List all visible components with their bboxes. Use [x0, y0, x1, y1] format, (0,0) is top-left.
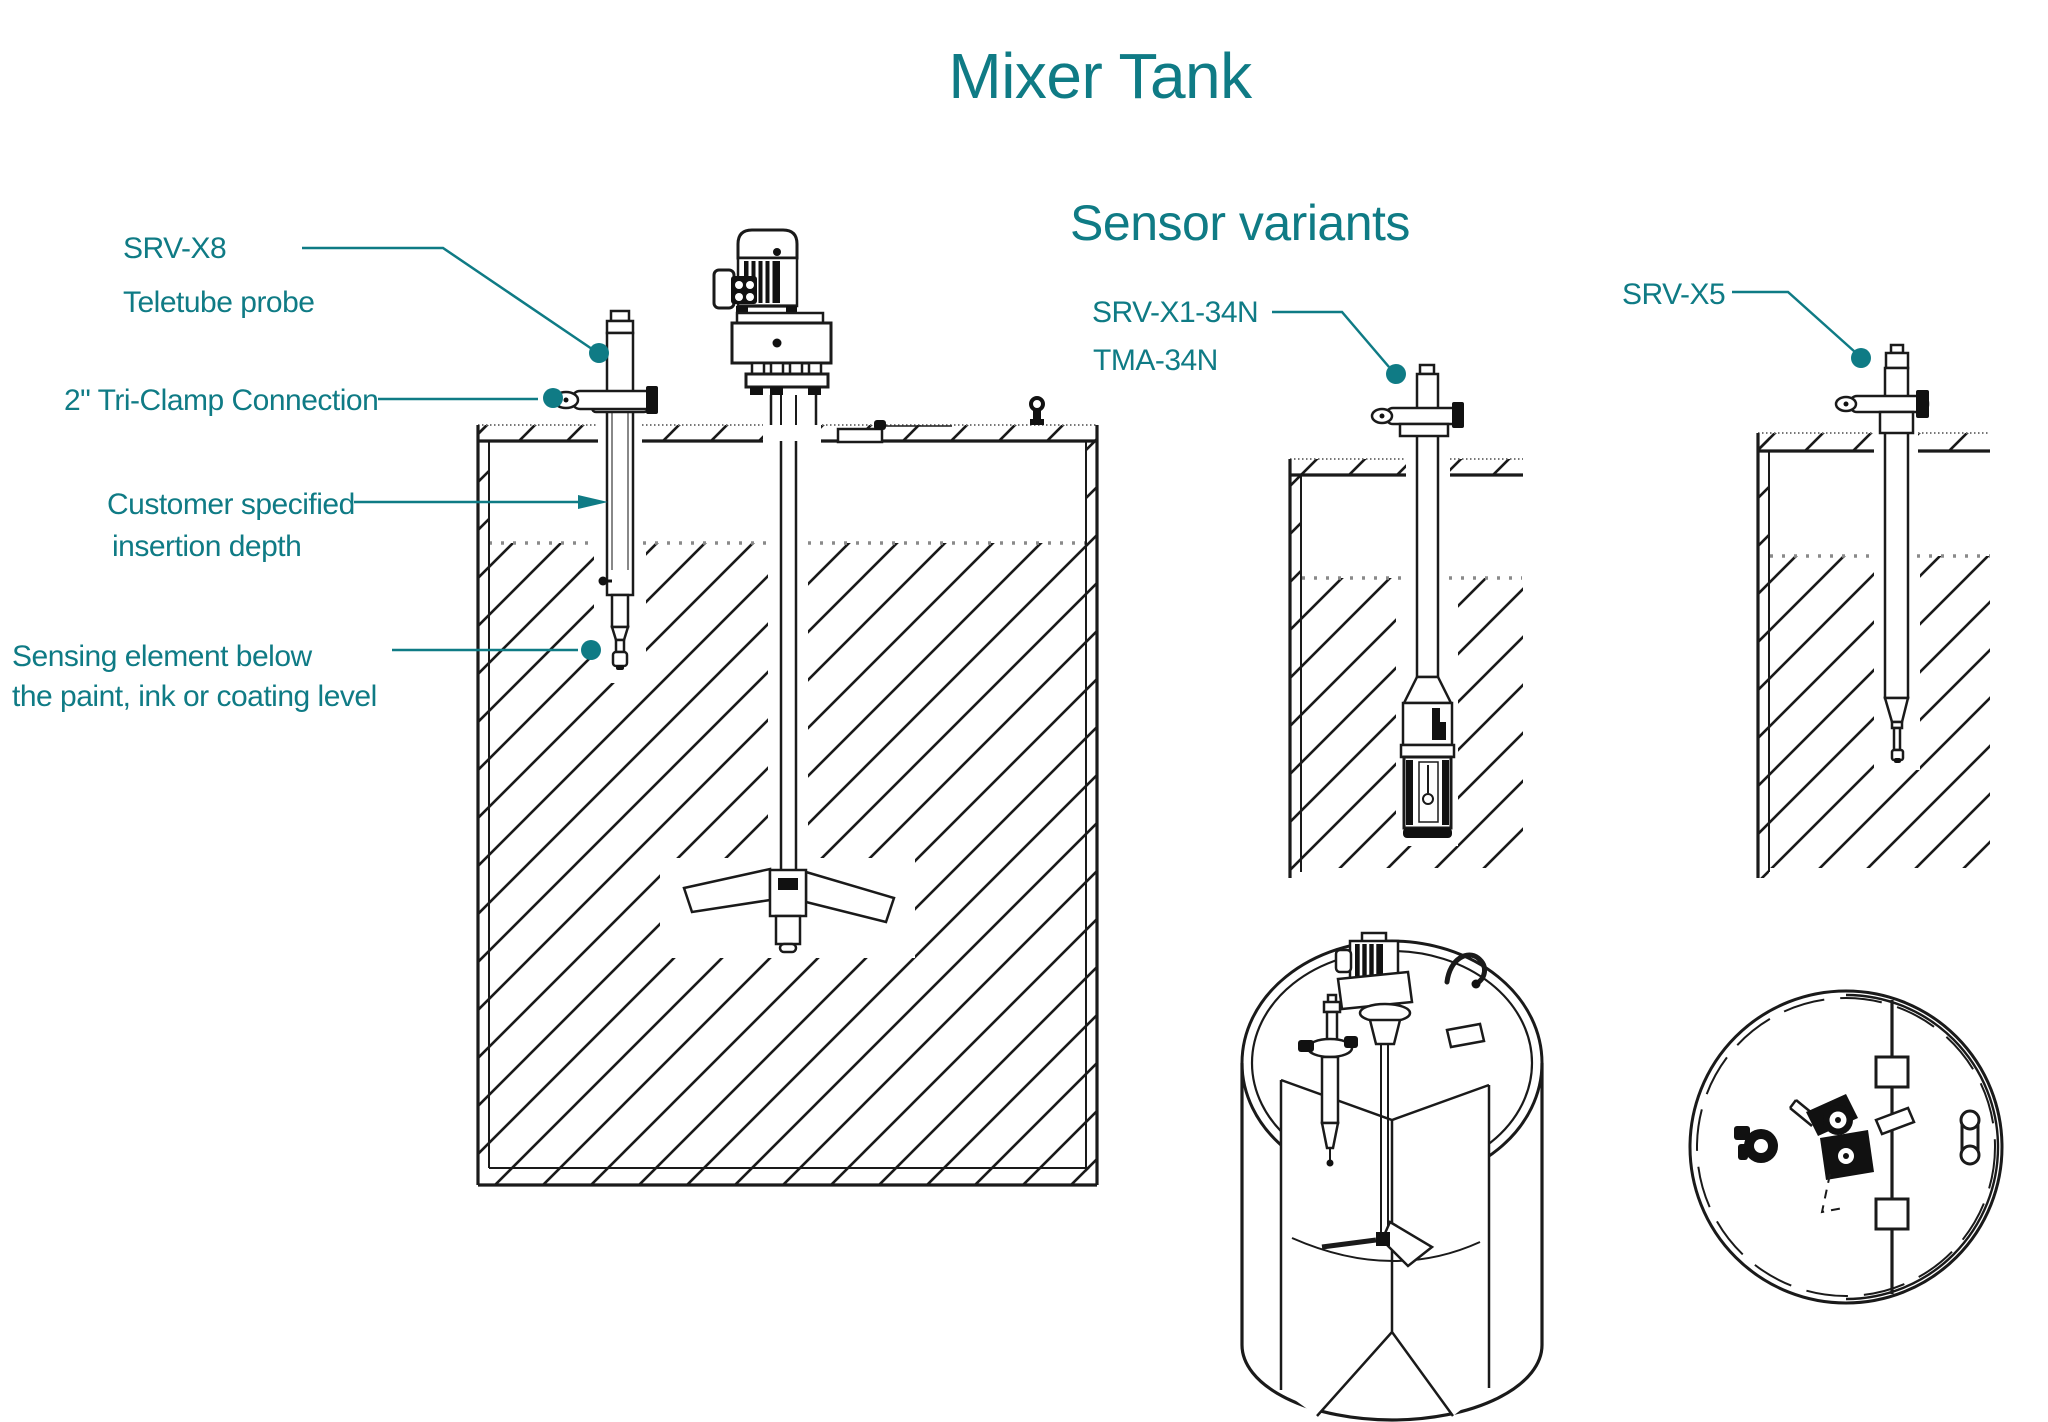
- sensing-rod: [614, 638, 626, 654]
- probe-tube: [605, 331, 635, 597]
- main-tank: [476, 396, 1099, 1187]
- section-subtitle: Sensor variants: [1070, 195, 1410, 251]
- hinge: [1874, 1197, 1910, 1231]
- mount-flange: [744, 372, 830, 389]
- tri-clamp: [1834, 390, 1930, 435]
- clamp-port-top-view: [1734, 1126, 1778, 1163]
- page-title: Mixer Tank: [948, 40, 1253, 112]
- drum-hook: [1444, 952, 1487, 987]
- tank-wall-left: [478, 425, 489, 1185]
- drum-inner-bottom: [1291, 1237, 1481, 1263]
- srv-x1-probe: [1370, 363, 1464, 838]
- tri-clamp: [1370, 402, 1464, 438]
- svg-text:TMA-34N: TMA-34N: [1093, 344, 1218, 377]
- probe-top-cap: [609, 309, 631, 323]
- svg-text:2" Tri-Clamp Connection: 2" Tri-Clamp Connection: [64, 384, 378, 417]
- drum-label-plate: [1445, 1022, 1486, 1049]
- propeller: [682, 867, 896, 954]
- svg-text:Sensing element below: Sensing element below: [12, 640, 313, 673]
- lid-outline: [1688, 989, 2004, 1305]
- svg-text:the paint, ink or coating leve: the paint, ink or coating level: [12, 680, 377, 713]
- srv-x8-probe: [552, 309, 658, 670]
- leader-dot: [543, 388, 563, 408]
- leader-dot: [1386, 364, 1406, 384]
- tri-clamp: [552, 386, 658, 414]
- label-insertion-depth: Customer specified insertion depth: [107, 488, 608, 563]
- leader-line: [1272, 310, 1390, 368]
- lid-handle: [1959, 1109, 1981, 1166]
- sensor-34n-body: [1399, 675, 1456, 838]
- leader-line: [302, 246, 593, 351]
- drum-probe-3d: [1298, 993, 1358, 1167]
- label-variant-2: SRV-X5: [1622, 278, 1871, 368]
- leader-arrowhead: [578, 495, 608, 509]
- srv-x5-probe: [1834, 343, 1930, 763]
- isometric-cutaway: [1240, 931, 1544, 1422]
- leader-dot: [1851, 348, 1871, 368]
- probe-lower-tube: [610, 593, 630, 629]
- label-tri-clamp: 2" Tri-Clamp Connection: [64, 384, 563, 417]
- leader-dot: [589, 343, 609, 363]
- svg-text:SRV-X5: SRV-X5: [1622, 278, 1725, 311]
- drum-mixer-3d: [1321, 931, 1435, 1268]
- variant-1-tank: [1288, 363, 1523, 878]
- terminal-box: [712, 268, 757, 310]
- drum-shaft: [1380, 1044, 1389, 1238]
- label-sensing-element: Sensing element below the paint, ink or …: [12, 640, 601, 713]
- svg-text:SRV-X8: SRV-X8: [123, 232, 226, 265]
- leader-dot: [581, 640, 601, 660]
- sensing-element: [611, 650, 629, 668]
- mixer-shaft: [779, 441, 798, 872]
- leader-line: [1732, 290, 1856, 353]
- mixer-assembly: [682, 228, 896, 954]
- hinge: [1874, 1055, 1910, 1089]
- sensing-rod: [1892, 726, 1902, 752]
- label-variant-1: SRV-X1-34N TMA-34N: [1092, 296, 1406, 384]
- tank-bottom: [478, 1168, 1097, 1184]
- label-srv-x8: SRV-X8 Teletube probe: [123, 232, 609, 363]
- svg-text:Customer specified: Customer specified: [107, 488, 355, 521]
- variant-2-tank: [1756, 343, 1990, 878]
- gearbox-mount: [730, 311, 833, 425]
- eyebolt: [1029, 396, 1045, 425]
- annotations: Mixer Tank Sensor variants SRV-X8 Teletu…: [12, 40, 1871, 713]
- svg-text:insertion depth: insertion depth: [112, 530, 301, 563]
- svg-text:Teletube probe: Teletube probe: [123, 286, 315, 319]
- svg-text:SRV-X1-34N: SRV-X1-34N: [1092, 296, 1258, 329]
- mixer-top-view: [1789, 1094, 1916, 1214]
- tank-wall-right: [1086, 425, 1097, 1185]
- lid-fitting: [836, 420, 952, 444]
- top-view-circle: [1688, 989, 2004, 1305]
